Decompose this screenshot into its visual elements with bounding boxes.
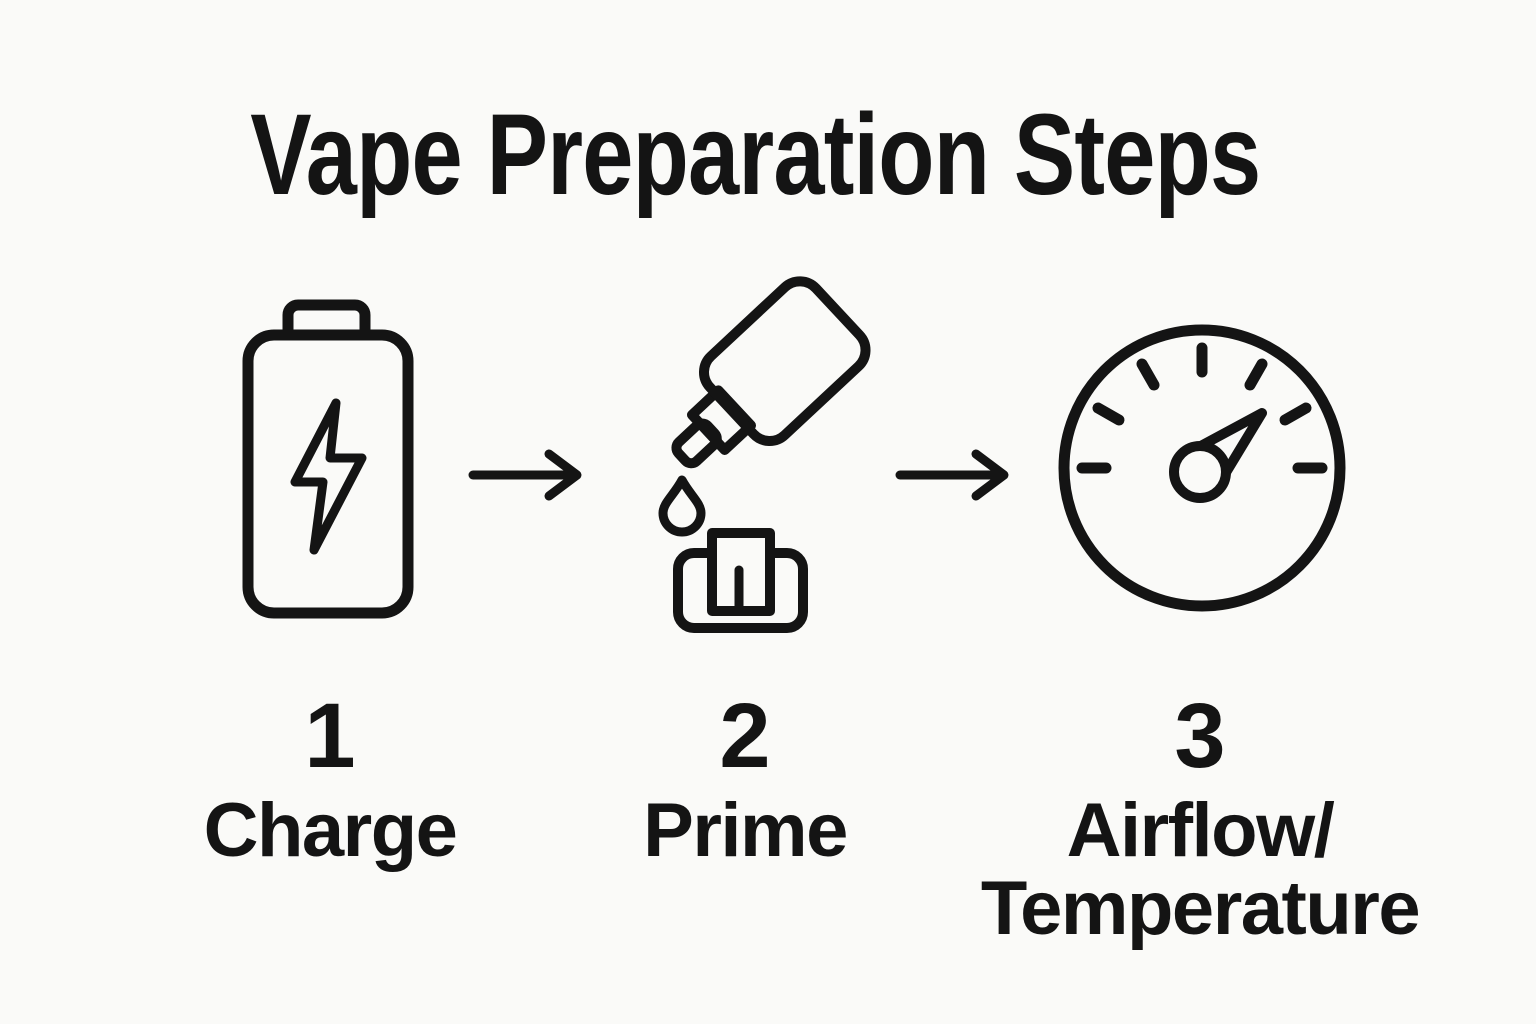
step-airflow-temperature: 3 Airflow/ Temperature	[975, 0, 1425, 1024]
step-label-line-2: Temperature	[980, 865, 1421, 951]
step-number: 2	[719, 685, 771, 787]
step-label-line-1: Airflow/	[1066, 788, 1335, 873]
step-number: 3	[1174, 685, 1226, 787]
droplet	[658, 475, 706, 537]
right-arrow-icon	[892, 443, 1012, 507]
battery-charging-icon	[242, 299, 414, 620]
airflow-temperature-gauge-icon	[1050, 315, 1360, 625]
right-arrow-icon	[465, 443, 585, 507]
step-label: Charge	[203, 788, 458, 873]
step-number: 1	[304, 685, 356, 787]
step-label: Airflow/ Temperature	[975, 792, 1425, 947]
bottle-group	[671, 276, 871, 469]
gauge-dial	[1058, 324, 1346, 612]
eliquid-bottle-drip-pod-icon	[640, 265, 880, 645]
step-label: Prime	[643, 788, 848, 873]
page-title: Vape Preparation Steps	[249, 91, 1261, 219]
step-charge: 1 Charge	[155, 0, 505, 1024]
step-prime: 2 Prime	[570, 0, 920, 1024]
gauge-hub	[1169, 441, 1231, 503]
